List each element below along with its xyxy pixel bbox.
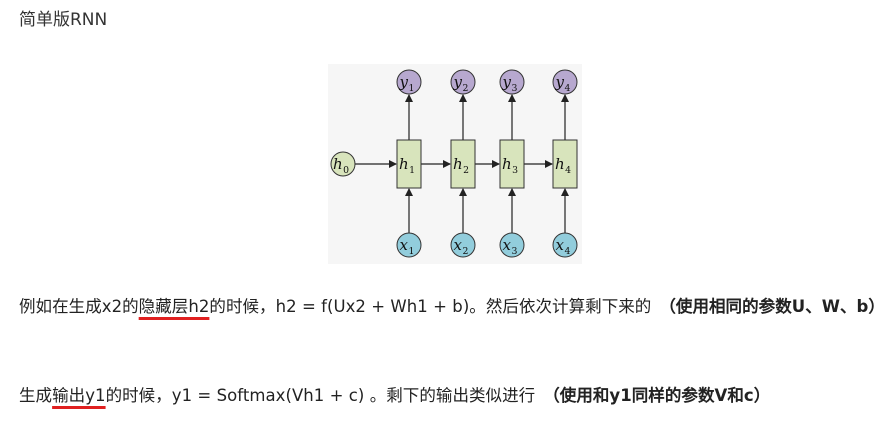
paragraph2-middle: 的时候，y1 = Softmax(Vh1 + c) 。剩下的输出类似进行 bbox=[105, 386, 536, 405]
paragraph1-middle: 的时候，h2 = f(Ux2 + Wh1 + b)。然后依次计算剩下来的 bbox=[209, 297, 652, 316]
initial-state-label: h0 bbox=[333, 155, 349, 176]
input-label-4: x4 bbox=[556, 236, 571, 257]
paragraph1-bold: （使用相同的参数U、W、b） bbox=[659, 297, 885, 316]
hidden-node-4 bbox=[552, 139, 578, 189]
output-node-3 bbox=[499, 69, 525, 95]
input-label-1: x1 bbox=[400, 236, 415, 257]
hidden-label-2: h2 bbox=[453, 155, 469, 176]
input-node-3 bbox=[499, 232, 525, 258]
page-title: 简单版RNN bbox=[19, 10, 108, 30]
input-node-2 bbox=[450, 232, 476, 258]
input-node-1 bbox=[396, 232, 422, 258]
output-node-2 bbox=[450, 69, 476, 95]
hidden-label-1: h1 bbox=[399, 155, 415, 176]
hidden-label-4: h4 bbox=[555, 155, 571, 176]
paragraph-output: 生成输出y1的时候，y1 = Softmax(Vh1 + c) 。剩下的输出类似… bbox=[19, 381, 887, 411]
paragraph2-underlined: 输出y1 bbox=[52, 386, 106, 405]
output-label-1: y1 bbox=[399, 73, 415, 94]
output-label-3: y3 bbox=[502, 73, 518, 94]
paragraph-hidden-state: 例如在生成x2的隐藏层h2的时候，h2 = f(Ux2 + Wh1 + b)。然… bbox=[19, 292, 887, 322]
rnn-diagram-svg: h0 y1 h1 x1 y2 h2 x2 y3 h3 x3 y4 h4 x4 bbox=[330, 69, 578, 258]
initial-state-node bbox=[330, 151, 356, 177]
rnn-diagram: h0 y1 h1 x1 y2 h2 x2 y3 h3 x3 y4 h4 x4 bbox=[328, 64, 582, 264]
input-node-4 bbox=[552, 232, 578, 258]
output-node-4 bbox=[552, 69, 578, 95]
hidden-node-3 bbox=[499, 139, 525, 189]
hidden-node-1 bbox=[396, 139, 422, 189]
input-label-2: x2 bbox=[454, 236, 469, 257]
output-label-2: y2 bbox=[453, 73, 469, 94]
output-node-1 bbox=[396, 69, 422, 95]
input-label-3: x3 bbox=[503, 236, 518, 257]
paragraph2-bold: （使用和y1同样的参数V和c） bbox=[543, 386, 771, 405]
hidden-node-2 bbox=[450, 139, 476, 189]
output-label-4: y4 bbox=[555, 73, 571, 94]
paragraph1-prefix: 例如在生成x2的 bbox=[19, 297, 139, 316]
paragraph1-underlined: 隐藏层h2 bbox=[138, 297, 210, 316]
hidden-label-3: h3 bbox=[502, 155, 518, 176]
paragraph2-prefix: 生成 bbox=[19, 386, 53, 405]
